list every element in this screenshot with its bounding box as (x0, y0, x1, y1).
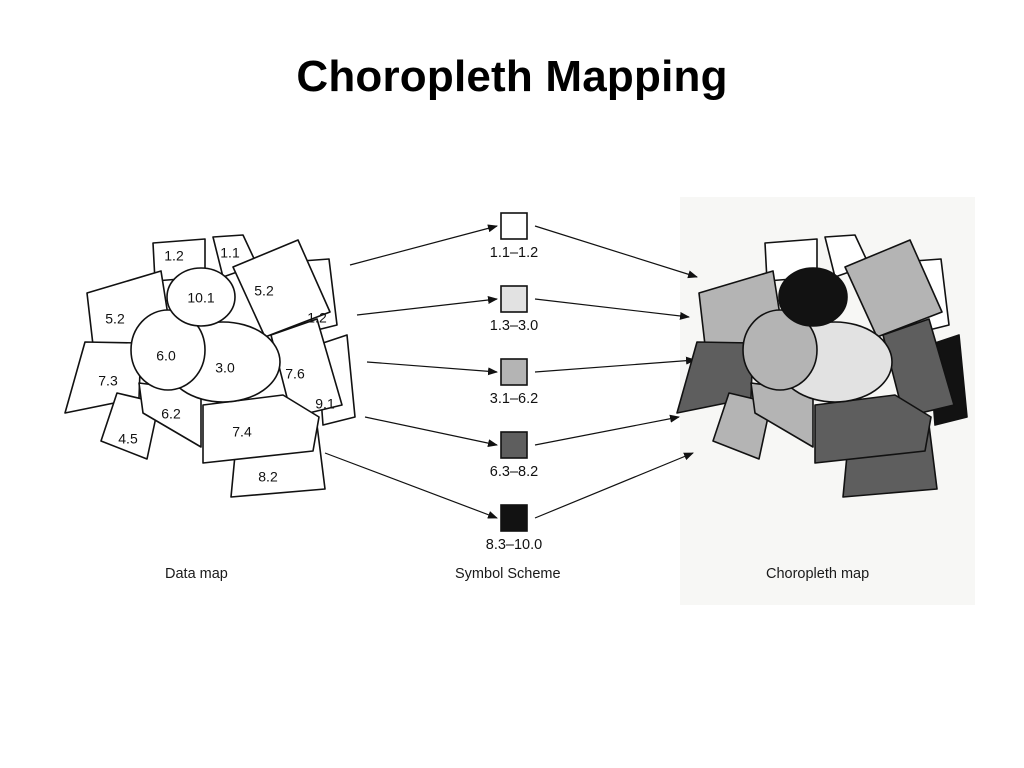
arrow-to-symbol-2 (356, 296, 498, 316)
arrow-to-choropleth-5 (534, 452, 694, 519)
data-map-value-label: 1.1 (220, 245, 240, 261)
arrow-to-choropleth-2 (534, 298, 690, 320)
data-map-value-label: 7.4 (232, 424, 252, 440)
data-map-value-label: 10.1 (187, 290, 214, 306)
symbol-range-label: 1.3–3.0 (490, 318, 538, 334)
data-map-value-label: 5.2 (254, 283, 274, 299)
symbol-box-class-4 (500, 431, 528, 459)
arrow-to-symbol-4 (364, 416, 498, 448)
choropleth-region-r7 (742, 309, 818, 391)
data-map-value-label: 7.3 (98, 373, 118, 389)
data-map-caption: Data map (165, 566, 228, 582)
data-map-region-r3 (166, 267, 236, 327)
symbol-box-class-5 (500, 504, 528, 532)
data-map: 1.2 1.1 1.2 5.2 5.2 7.3 4.5 9.1 7.6 8.2 7.4 6.2 3.0 6… (64, 234, 356, 498)
choropleth-region-r3 (778, 267, 848, 327)
flow-arrows (324, 224, 698, 519)
choropleth-region-r4 (844, 239, 943, 338)
arrow-to-choropleth-1 (534, 225, 698, 279)
data-map-value-label: 9.1 (315, 396, 335, 412)
data-map-value-label: 8.2 (258, 469, 278, 485)
data-map-region-r4 (232, 239, 331, 338)
arrow-to-choropleth-3 (534, 356, 696, 373)
symbol-scheme-caption: Symbol Scheme (455, 566, 561, 582)
choropleth-region-r9 (882, 318, 955, 418)
arrow-to-choropleth-4 (534, 414, 680, 446)
figure-canvas: 1.2 1.1 1.2 5.2 5.2 7.3 4.5 9.1 7.6 8.2 7.4 6.2 3.0 6… (64, 197, 975, 605)
symbol-range-label: 8.3–10.0 (486, 537, 542, 553)
data-map-region-r13 (202, 394, 320, 464)
data-map-region-r9 (270, 318, 343, 418)
data-map-value-label: 6.0 (156, 348, 176, 364)
choropleth-figure: 1.2 1.1 1.2 5.2 5.2 7.3 4.5 9.1 7.6 8.2 7.4 6.2 3.0 6… (55, 195, 975, 605)
symbol-range-label: 6.3–8.2 (490, 464, 538, 480)
data-map-value-label: 5.2 (105, 311, 125, 327)
symbol-box-class-1 (500, 212, 528, 240)
arrow-to-symbol-1 (349, 224, 498, 266)
data-map-value-label: 6.2 (161, 406, 181, 422)
data-map-region-r7 (130, 309, 206, 391)
data-map-value-label: 7.6 (285, 366, 305, 382)
slide-title: Choropleth Mapping (296, 52, 728, 101)
symbol-box-class-2 (500, 285, 528, 313)
arrow-to-symbol-3 (366, 361, 498, 376)
symbol-range-label: 1.1–1.2 (490, 245, 538, 261)
choropleth-region-r13 (814, 394, 932, 464)
symbol-range-label: 3.1–6.2 (490, 391, 538, 407)
symbol-box-class-3 (500, 358, 528, 386)
data-map-value-label: 4.5 (118, 431, 138, 447)
data-map-value-label: 1.2 (164, 248, 184, 264)
choropleth-map (676, 234, 968, 498)
data-map-value-label: 3.0 (215, 360, 235, 376)
data-map-value-label: 1.2 (307, 310, 327, 326)
choropleth-map-caption: Choropleth map (766, 566, 870, 582)
arrow-to-symbol-5 (324, 452, 498, 519)
symbol-scheme: 1.1–1.2 1.3–3.0 3.1–6.2 6.3–8.2 8.3–10.0 (486, 212, 542, 553)
